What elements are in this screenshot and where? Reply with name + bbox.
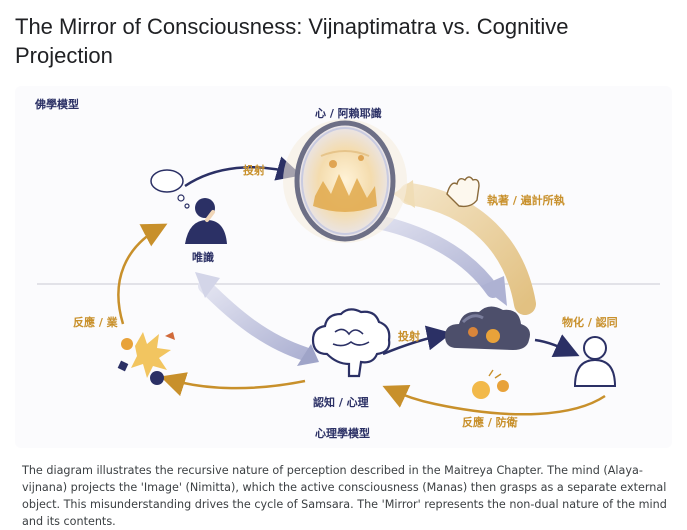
grasping-label: 執著 / 遍計所執 — [487, 193, 565, 207]
defense-arrow — [382, 385, 606, 416]
mirror-icon — [283, 119, 407, 243]
projection-bottom-arrow — [382, 325, 452, 356]
defense-label: 反應 / 防衛 — [462, 415, 518, 429]
thinker-brain-band — [198, 279, 312, 361]
mirror-to-cloud-arrowhead — [481, 276, 507, 306]
storm-cloud-icon — [445, 306, 530, 350]
diagram-panel: 佛學模型 心 / 阿賴耶識 投射 執著 / 遍計所執 唯識 反應 / 業 投射 … — [15, 86, 672, 448]
reification-label: 物化 / 認同 — [562, 315, 618, 329]
mirror-label: 心 / 阿賴耶識 — [315, 106, 382, 120]
reification-arrow — [534, 334, 580, 357]
brain-icon — [311, 308, 391, 378]
thinker-brain-arrowhead-down — [297, 344, 319, 366]
projection-bottom-label: 投射 — [398, 329, 420, 343]
karma-up-arrow — [117, 223, 168, 325]
thinker-brain-arrowhead-up — [195, 272, 220, 298]
projection-top-label: 投射 — [243, 163, 265, 177]
diagram-caption: The diagram illustrates the recursive na… — [22, 464, 667, 528]
thinker-figure-icon — [185, 198, 227, 244]
hand-icon — [446, 176, 480, 208]
defense-emotion-icon — [472, 369, 509, 399]
cognition-label: 認知 / 心理 — [313, 395, 369, 409]
person-icon — [573, 336, 617, 387]
karma-chaos-icon — [117, 332, 175, 385]
psych-model-label: 心理學模型 — [315, 426, 370, 440]
diagram-svg: 佛學模型 心 / 阿賴耶識 投射 執著 / 遍計所執 唯識 反應 / 業 投射 … — [34, 97, 660, 440]
page-title: The Mirror of Consciousness: Vijnaptimat… — [15, 14, 569, 68]
reaction-karma-label: 反應 / 業 — [73, 315, 119, 329]
thinker-label: 唯識 — [192, 250, 214, 264]
grasping-band — [399, 183, 536, 315]
projection-top-arrow — [184, 156, 302, 188]
reaction-left-arrow — [160, 372, 306, 397]
thought-bubble-icon — [150, 169, 190, 209]
buddhist-model-label: 佛學模型 — [34, 97, 79, 111]
